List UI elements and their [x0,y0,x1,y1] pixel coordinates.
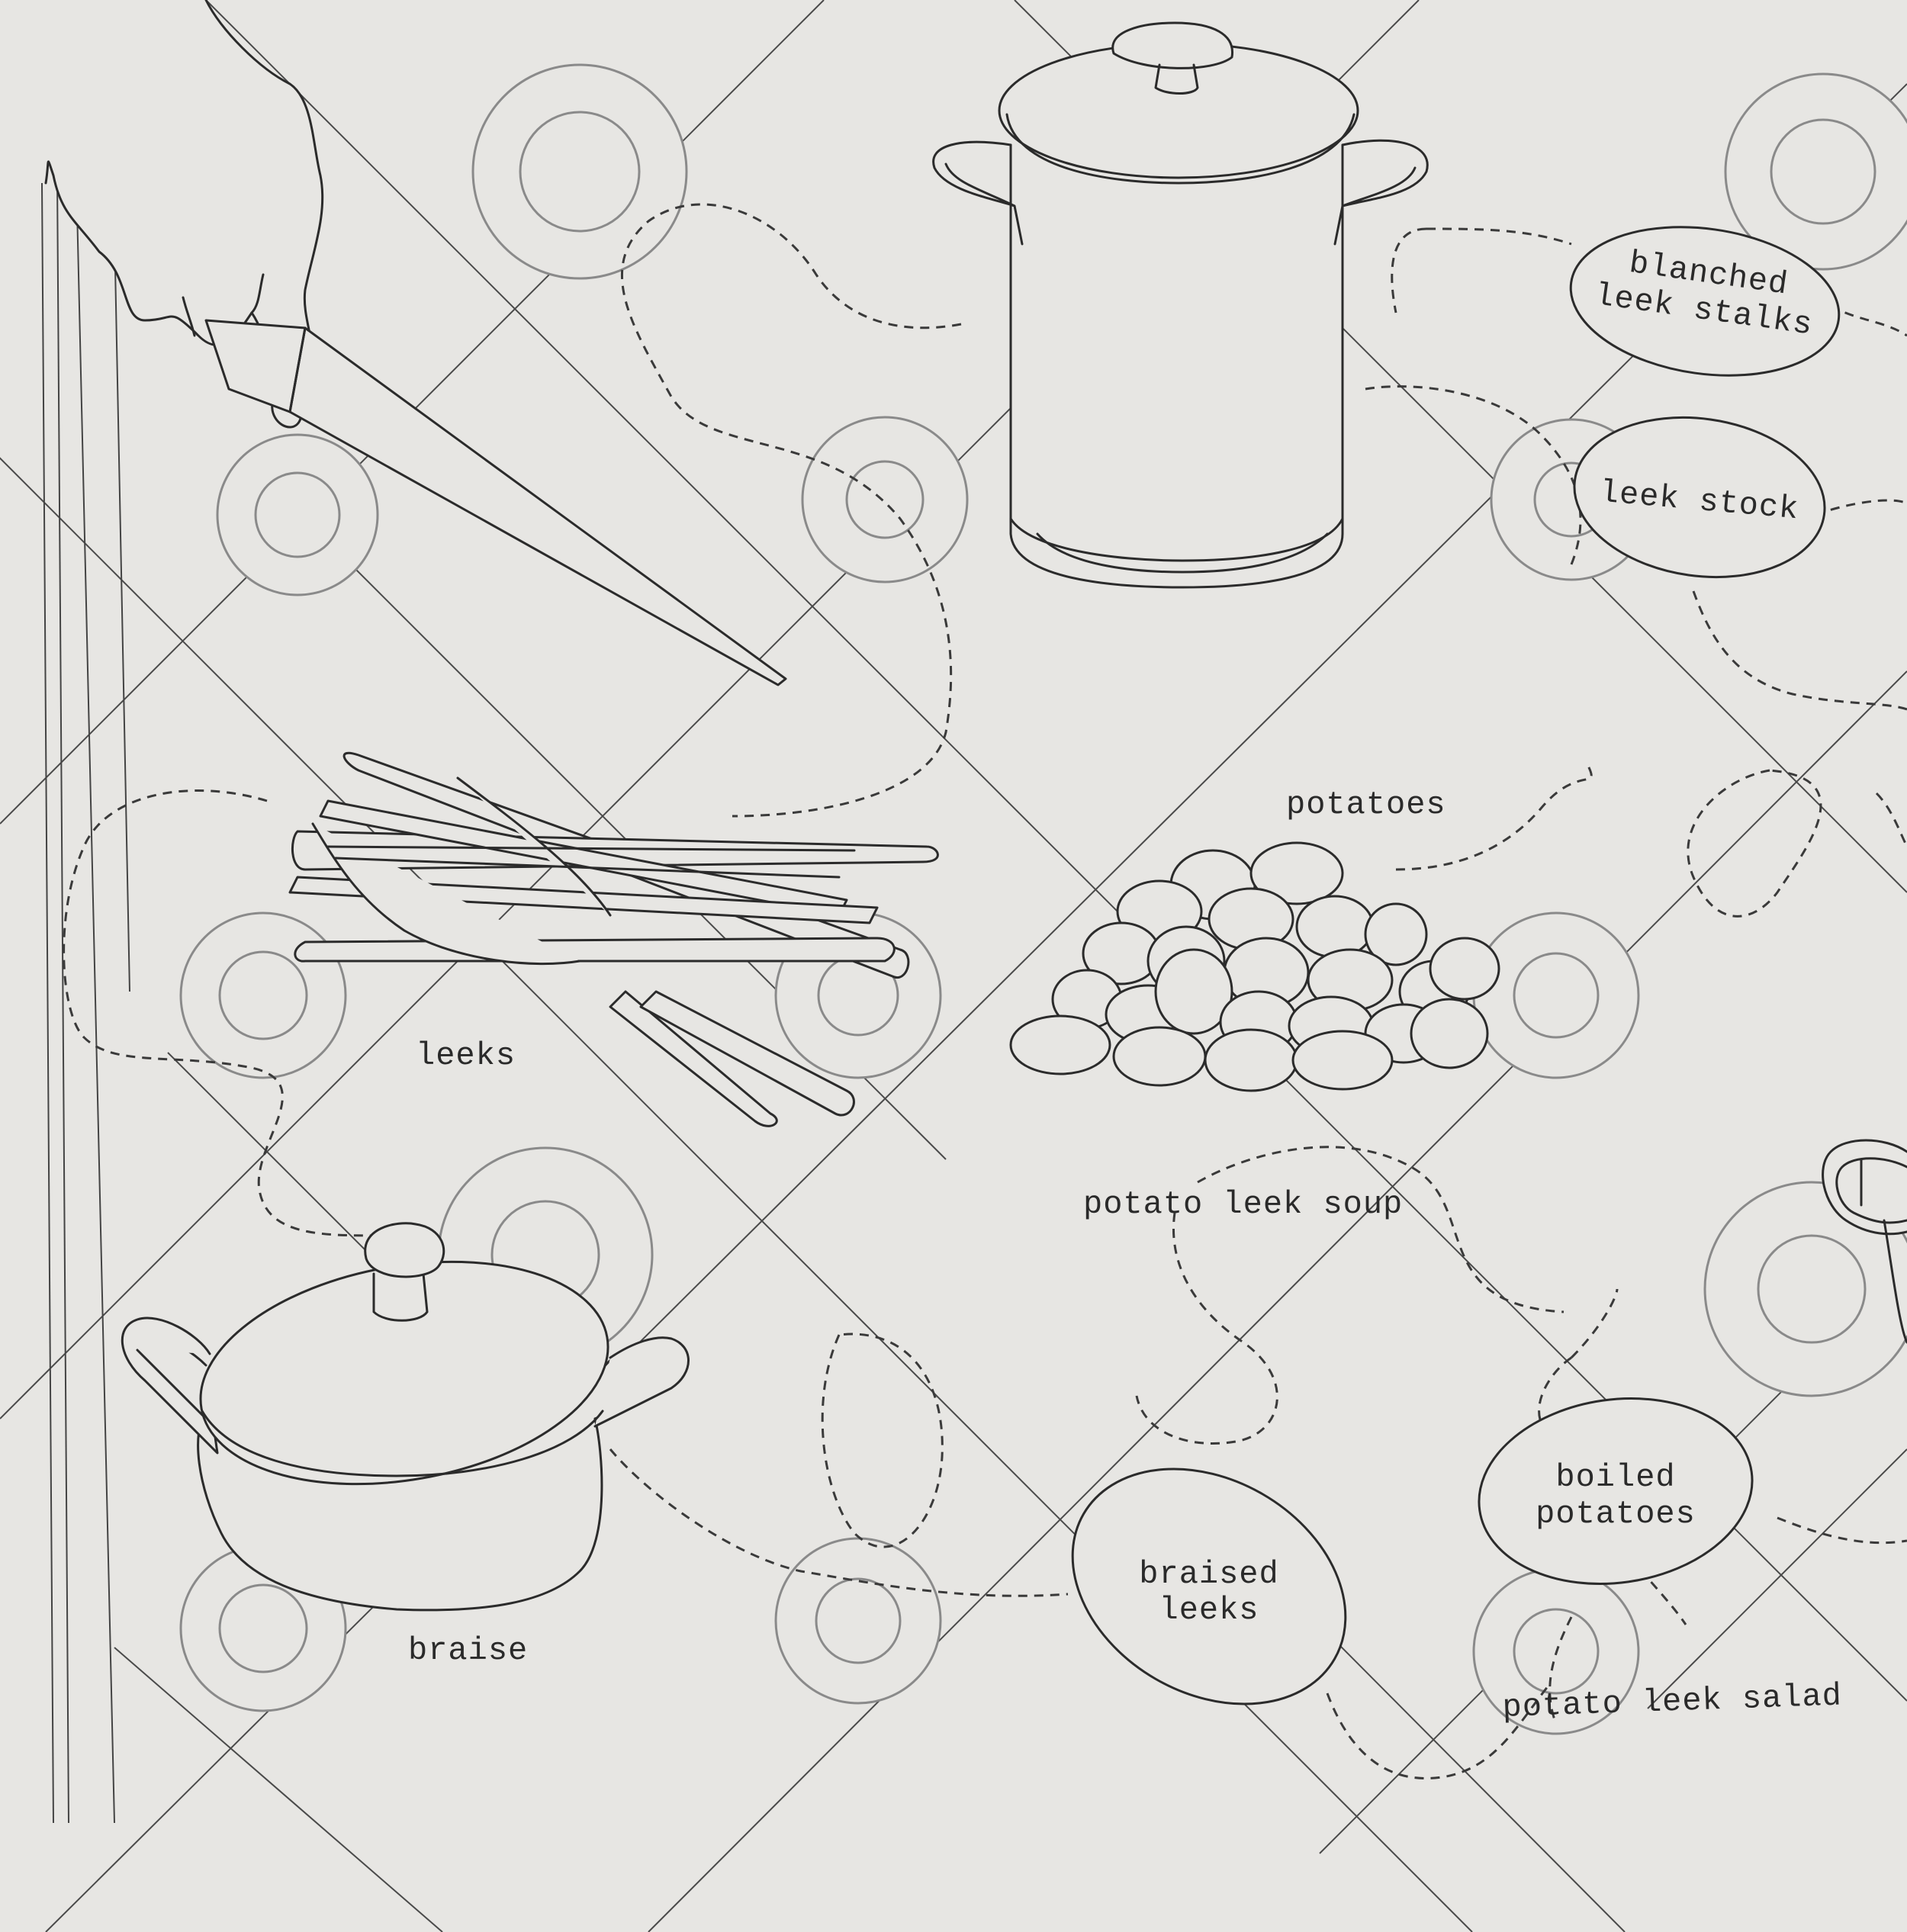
boiled-potatoes-label-line1: boiled [1555,1459,1675,1496]
braised-leeks-oval: braised leeks [1030,1422,1388,1751]
ring-node [181,913,346,1078]
stockpot-icon [934,23,1428,587]
ring-node [1474,913,1638,1078]
ring-node [217,435,378,595]
boiled-potatoes-oval: boiled potatoes [1467,1381,1764,1601]
page-edge-lines [42,175,130,1823]
potato-leek-soup-label: potato leek soup [1083,1186,1403,1223]
braised-leeks-label-line1: braised [1139,1556,1278,1593]
boiled-potatoes-label-line2: potatoes [1536,1496,1696,1532]
ring-node [473,65,687,278]
ring-node [802,417,967,582]
braise-label: braise [408,1632,528,1669]
ring-node [776,1538,941,1703]
leeks-label: leeks [416,1037,516,1074]
braised-leeks-label-line2: leeks [1159,1592,1259,1628]
potatoes-label: potatoes [1286,786,1446,823]
potatoes-icon [1011,843,1499,1091]
